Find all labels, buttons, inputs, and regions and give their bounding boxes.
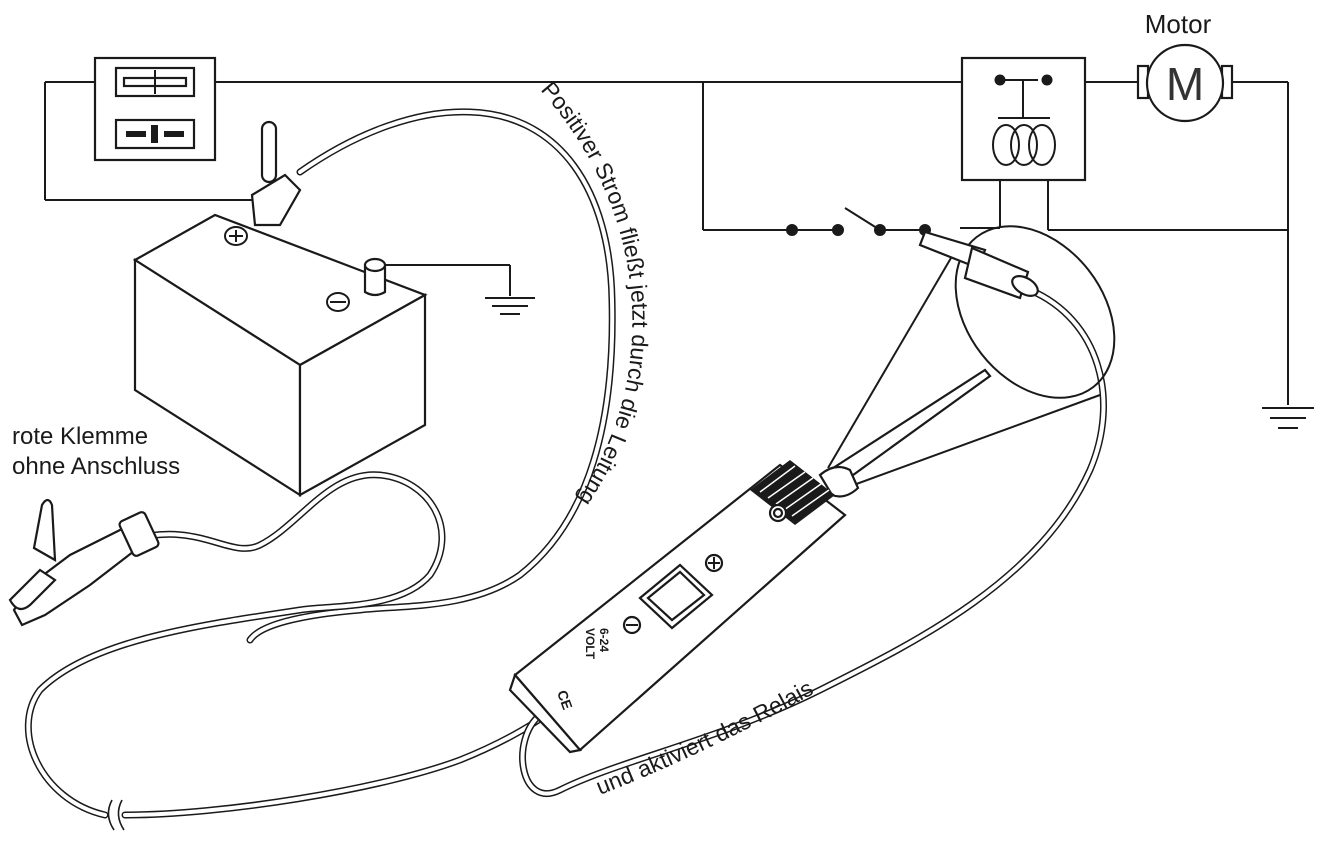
motor-icon: M	[1136, 43, 1234, 123]
red-clamp-label-line2: ohne Anschluss	[12, 453, 180, 480]
red-clamp-label-line1: rote Klemme	[12, 423, 148, 450]
plus-terminal-icon	[704, 553, 724, 573]
plus-terminal-icon	[224, 226, 248, 246]
relay	[960, 56, 1087, 182]
motor-label: Motor	[1145, 9, 1212, 39]
tester-voltage-line2: VOLT	[583, 628, 597, 660]
red-clamp	[8, 498, 160, 627]
coil-icon	[992, 124, 1056, 166]
circuit-tester: 6-24 VOLT CE	[508, 368, 992, 754]
ground-icon	[1262, 407, 1314, 429]
switch-icon	[786, 207, 931, 236]
battery	[132, 120, 428, 498]
magnifier	[827, 225, 1116, 491]
tester-voltage-line1: 6-24	[597, 628, 611, 652]
tester-ce-mark: CE	[554, 688, 576, 712]
motor-symbol: M	[1166, 58, 1204, 110]
ground-icon	[485, 297, 535, 315]
cables	[24, 108, 1107, 831]
minus-terminal-icon	[326, 292, 350, 312]
minus-terminal-icon	[622, 615, 642, 635]
fuse-box	[93, 56, 217, 162]
